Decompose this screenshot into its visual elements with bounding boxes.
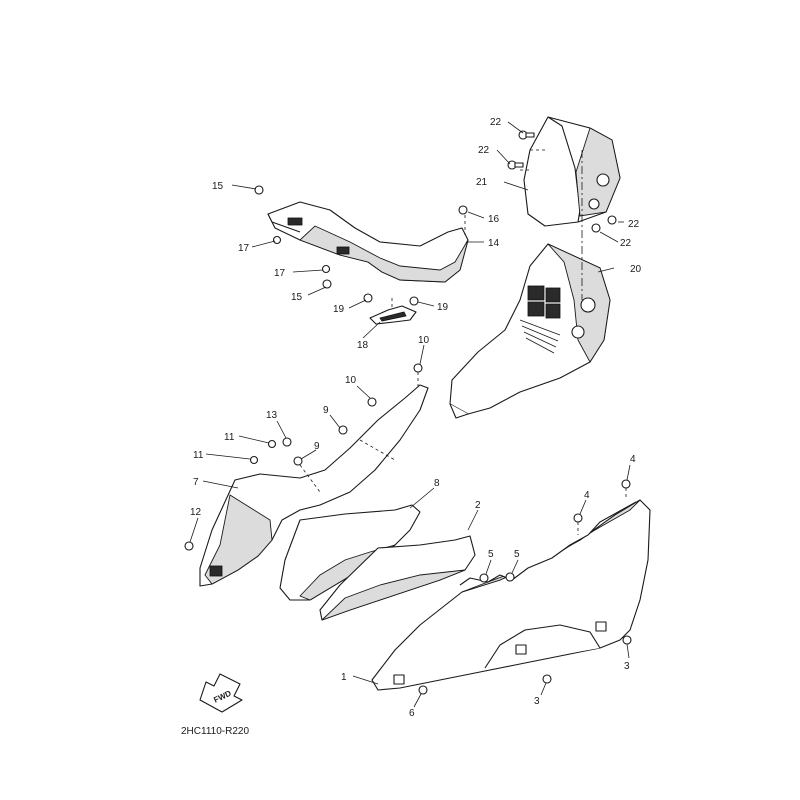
callout-3-a: 3: [624, 661, 630, 672]
bolt-4b: [573, 513, 583, 523]
callout-9-b: 9: [314, 441, 320, 452]
diagram-code: 2HC1110-R220: [181, 726, 249, 737]
bolt-6: [418, 685, 428, 695]
bolt-9a: [338, 425, 348, 435]
bolt-9b: [293, 456, 303, 466]
bolt-22b: [507, 160, 524, 170]
callout-labels: 22 22 21 22 22 20 15 17 17 15 16 14 19 1…: [190, 117, 642, 719]
callout-7: 7: [193, 477, 199, 488]
bolt-17a: [272, 235, 282, 245]
callout-2: 2: [475, 500, 481, 511]
callout-14: 14: [488, 238, 500, 249]
bolt-13: [282, 437, 292, 447]
bolt-5b: [505, 572, 515, 582]
bolt-16: [458, 205, 468, 215]
callout-15-b: 15: [291, 292, 303, 303]
callout-22-b: 22: [478, 145, 490, 156]
callout-13: 13: [266, 410, 278, 421]
part-14-handle: [267, 201, 469, 283]
bolt-12: [184, 541, 194, 551]
forward-arrow-icon: FWD: [199, 673, 243, 713]
part-18-bracket: [369, 305, 417, 325]
bolt-19b: [409, 296, 419, 306]
bolt-3b: [542, 674, 552, 684]
callout-6: 6: [409, 708, 415, 719]
part-7-side-panel: [199, 384, 429, 587]
part-20-inner-panel: [449, 243, 611, 419]
callout-19-a: 19: [333, 304, 345, 315]
callout-5-b: 5: [514, 549, 520, 560]
bolt-5a: [479, 573, 489, 583]
bolt-10b: [367, 397, 377, 407]
callout-11-a: 11: [224, 432, 235, 443]
bolt-10a: [413, 363, 423, 373]
callout-17-a: 17: [238, 243, 250, 254]
bolt-15b: [322, 279, 332, 289]
callout-8: 8: [434, 478, 440, 489]
callout-20: 20: [630, 264, 642, 275]
bolt-3a: [622, 635, 632, 645]
bolt-22a: [518, 130, 535, 140]
callout-18: 18: [357, 340, 369, 351]
callout-19-b: 19: [437, 302, 449, 313]
callout-15-a: 15: [212, 181, 224, 192]
fasteners: [184, 130, 632, 695]
bolt-11a: [267, 439, 277, 449]
bolt-4a: [621, 479, 631, 489]
callout-4-b: 4: [584, 490, 590, 501]
part-1-main-cover: [371, 499, 651, 691]
leader-lines: [189, 121, 631, 708]
callout-12: 12: [190, 507, 202, 518]
callout-3-b: 3: [534, 696, 540, 707]
bolt-11b: [249, 455, 259, 465]
part-21-cover: [523, 116, 621, 227]
bolt-22c: [607, 215, 617, 225]
callout-10-a: 10: [418, 335, 430, 346]
assembly-lines: [299, 149, 627, 535]
bolt-17b: [321, 264, 331, 274]
callout-21: 21: [476, 177, 488, 188]
callout-17-b: 17: [274, 268, 286, 279]
callout-9-a: 9: [323, 405, 329, 416]
callout-10-b: 10: [345, 375, 357, 386]
callout-5-a: 5: [488, 549, 494, 560]
callout-22-d: 22: [620, 238, 632, 249]
callout-22-c: 22: [628, 219, 640, 230]
callout-22-a: 22: [490, 117, 502, 128]
bolt-22d: [591, 223, 601, 233]
callout-16: 16: [488, 214, 500, 225]
part-2-side-cover: [319, 535, 476, 621]
callout-1: 1: [341, 672, 347, 683]
bolt-15a: [254, 185, 264, 195]
callout-11-b: 11: [193, 450, 204, 461]
callout-4-a: 4: [630, 454, 636, 465]
